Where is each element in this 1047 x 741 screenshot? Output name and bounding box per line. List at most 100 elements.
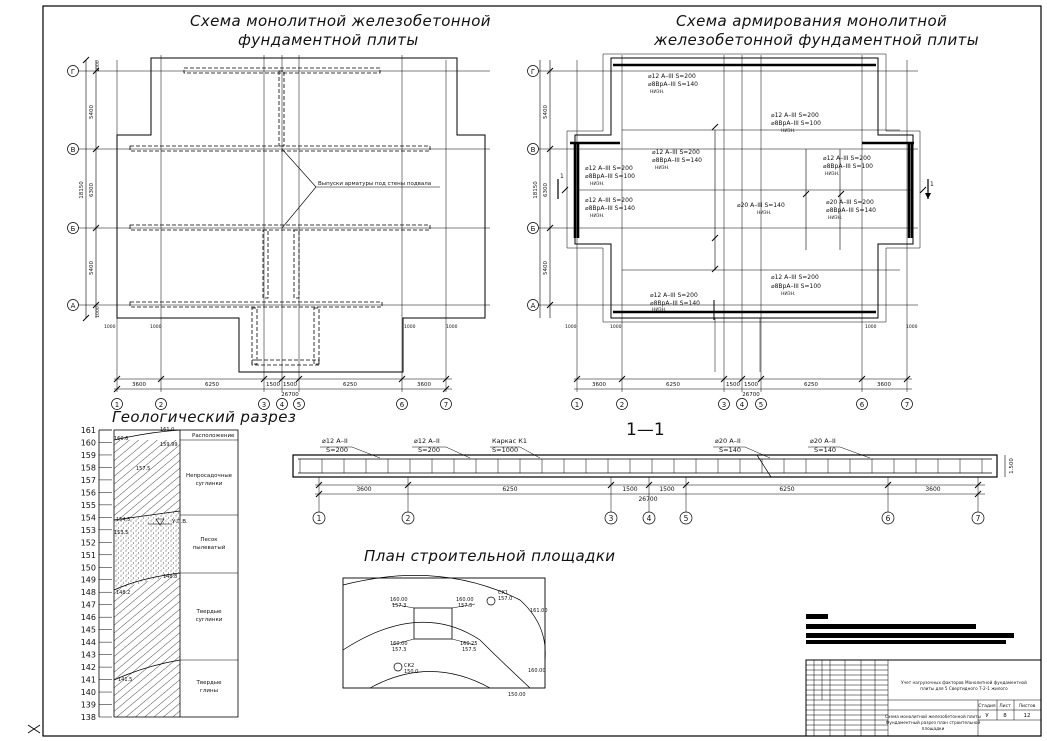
edge-dim-b2: 1000 [150, 324, 162, 330]
contour-1: 161.00 [530, 608, 548, 614]
rl9b: ⌀8ВрА–III S=100 [771, 283, 821, 290]
rl4c: НИЗН. [590, 181, 604, 187]
lvl-7: 148.2 [116, 590, 130, 596]
rl3c: НИЗН. [655, 165, 669, 171]
section-thickness: 1.500 [1009, 458, 1015, 474]
rl9a: ⌀12 A–III S=200 [771, 274, 819, 281]
plan1-dim-2: 6250 [205, 382, 219, 388]
r-left-dim-3: 5400 [543, 261, 549, 275]
rl6c: НИЗН. [757, 210, 771, 216]
gwl-label: У.Г.В. [172, 519, 188, 525]
s-axis-3: 3 [609, 514, 614, 523]
lvl-0: 161.0 [160, 427, 174, 433]
reinforcement-scheme-plan: 1 1 ⌀12 A–III S=200 ⌀8ВрА–III S=140 НИЗН… [527, 53, 934, 410]
sl3a: Каркас К1 [492, 437, 527, 445]
r-axis-4: 4 [740, 401, 745, 409]
axis-6: 6 [400, 401, 405, 409]
site-m3b: 157.3 [392, 647, 406, 653]
plan1-dim-3: 1500 [266, 382, 280, 388]
sl3b: S=1000 [492, 446, 518, 454]
layer-2-l1: Песок [200, 537, 218, 543]
axis-B: Б [71, 225, 76, 233]
scale-label: 139 [81, 701, 96, 710]
rl10b: ⌀8ВрА–III S=140 [650, 300, 700, 307]
sl2a: ⌀12 A–II [414, 437, 440, 445]
rl5c: НИЗН. [590, 213, 604, 219]
contour-3: 150.00 [508, 692, 526, 698]
site-m4a: 160.25 [460, 641, 478, 647]
s-axis-6: 6 [886, 514, 891, 523]
scale-label: 140 [81, 688, 96, 697]
plan2-dim-1: 3600 [592, 382, 606, 388]
plan1-dim-6: 3600 [417, 382, 431, 388]
redacted-bar-3 [806, 633, 1014, 638]
plan2-dim-6: 3600 [877, 382, 891, 388]
lvl-1: 160.6 [114, 436, 128, 442]
stamp-stage: У [985, 713, 989, 719]
layer-1-l2: суглинки [196, 481, 223, 487]
rl6a: ⌀20 A–III S=140 [737, 202, 785, 209]
sheet-frame [42, 5, 1042, 737]
contour-2: 160.00 [528, 668, 546, 674]
scale-label: 147 [81, 601, 96, 610]
geological-section: 1611601591581571561551541531521511501491… [81, 426, 239, 722]
redacted-bar-4 [806, 640, 1006, 644]
rl9c: НИЗН. [781, 291, 795, 297]
r-left-dim-2: 6300 [543, 183, 549, 197]
sl4a: ⌀20 A–II [715, 437, 741, 445]
r-axis-6: 6 [860, 401, 865, 409]
site-m2b: 157.5 [458, 603, 472, 609]
sec-dim-3: 1500 [622, 486, 637, 493]
sl1a: ⌀12 A–II [322, 437, 348, 445]
plan2-dim-2: 6250 [666, 382, 680, 388]
sec-dim-1: 3600 [356, 486, 371, 493]
left-dim-3: 5400 [89, 261, 95, 275]
stamp-sheets: 12 [1024, 713, 1031, 719]
r-axis-7: 7 [905, 401, 909, 409]
scale-label: 152 [81, 538, 96, 547]
rl8b: ⌀8ВрА–III S=140 [826, 207, 876, 214]
stamp-desc-2: Фундаментный разрез план строительной [886, 720, 981, 725]
plate-scheme-title-1: Схема монолитной железобетонной [190, 12, 491, 30]
edge-dim-bottom: 1000 [95, 306, 101, 318]
stamp-desc-1: Схема монолитной железобетонной плиты [885, 714, 981, 719]
axis-G: Г [71, 68, 75, 76]
rl4a: ⌀12 A–III S=200 [585, 165, 633, 172]
edge-dim-b1: 1000 [104, 324, 116, 330]
axis-A: А [71, 302, 76, 310]
scale-label: 144 [81, 638, 96, 647]
scale-label: 158 [81, 463, 96, 472]
axis-2: 2 [159, 401, 163, 409]
r-axis-3: 3 [722, 401, 726, 409]
scale-label: 160 [81, 438, 96, 447]
site-m1b: 157.3 [392, 603, 406, 609]
r-left-dim-1: 5400 [543, 105, 549, 119]
rl5b: ⌀8ВрА–III S=140 [585, 205, 635, 212]
reinf-scheme-title-1: Схема армирования монолитной [676, 12, 948, 30]
site-m1a: 160.00 [390, 597, 408, 603]
well1-h: 157.0 [498, 596, 512, 602]
axis-1: 1 [115, 401, 119, 409]
left-dim-2: 6300 [89, 183, 95, 197]
edge-dim-b3: 1000 [404, 324, 416, 330]
plan1-dim-4: 1500 [283, 382, 297, 388]
sec-dim-2: 6250 [502, 486, 517, 493]
rl7b: ⌀8ВрА–III S=100 [823, 163, 873, 170]
plate-scheme-plan: Выпуски арматуры под стены подвала 5400 … [67, 55, 490, 410]
stamp-sheets-h: Листов [1019, 703, 1036, 709]
section-1-1: ⌀12 A–II S=200 ⌀12 A–II S=200 Каркас К1 … [292, 437, 1015, 525]
scale-label: 145 [81, 626, 96, 635]
scale-label: 159 [81, 451, 96, 460]
rl10c: НИЗН. [652, 307, 666, 313]
layer-2-l2: пылеватый [193, 544, 226, 551]
site-plan: 160.00 157.3 160.00 157.5 160.00 157.3 1… [342, 575, 548, 698]
r-edge-b2: 1000 [610, 324, 622, 330]
rl2a: ⌀12 A–III S=200 [771, 112, 819, 119]
rl3b: ⌀8ВрА–III S=140 [652, 157, 702, 164]
rl2c: НИЗН. [781, 128, 795, 134]
scale-label: 156 [81, 488, 96, 497]
plan1-dim-5: 6250 [343, 382, 357, 388]
r-left-total: 18150 [533, 181, 539, 199]
r-axis-G: Г [531, 68, 535, 76]
left-dim-1: 5400 [89, 105, 95, 119]
